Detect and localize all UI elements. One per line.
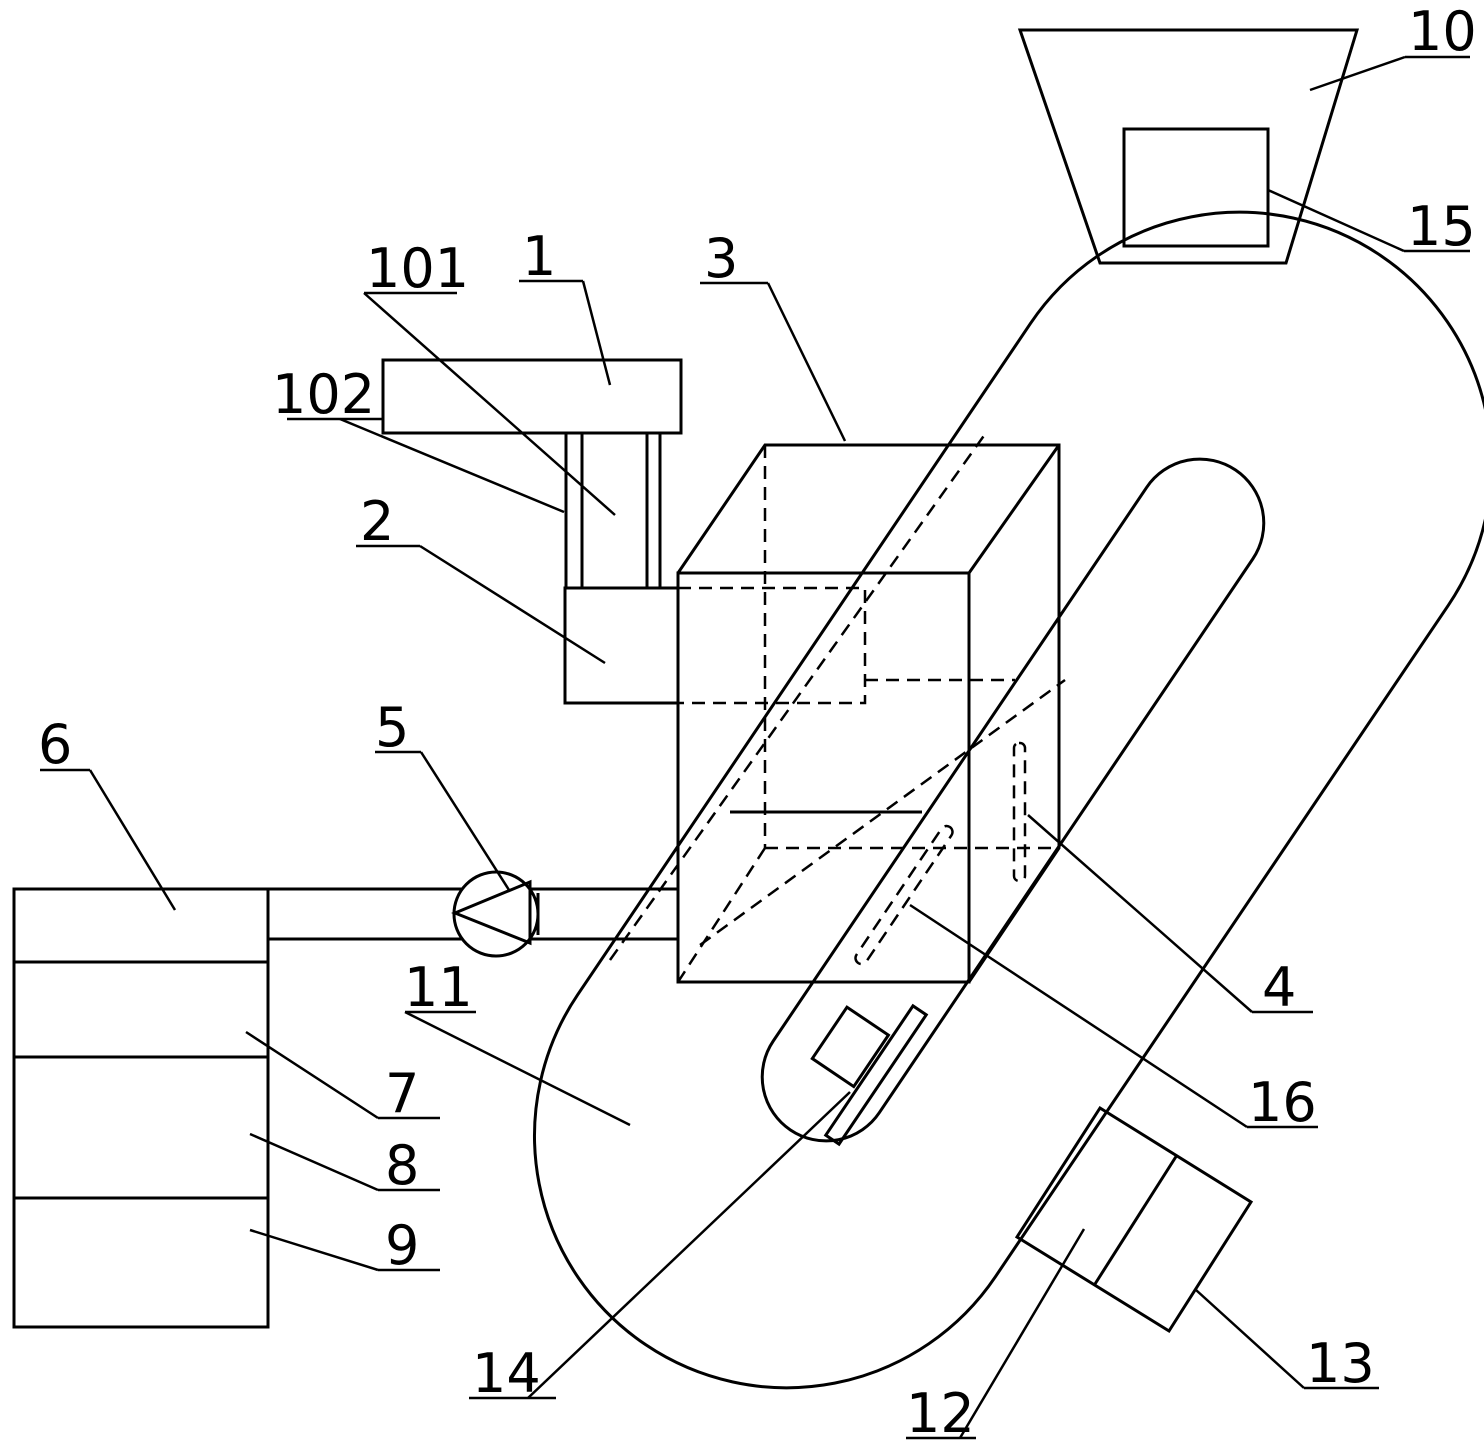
label-7: 7 — [385, 1062, 419, 1125]
label-14: 14 — [472, 1342, 541, 1405]
motor-box-divider — [1093, 1154, 1179, 1285]
label-9: 9 — [385, 1214, 419, 1277]
label-11: 11 — [404, 956, 473, 1019]
label-1: 1 — [522, 225, 556, 288]
label-15: 15 — [1407, 195, 1476, 258]
feeder-14 — [810, 1003, 929, 1147]
box-hidden-diag — [676, 847, 767, 983]
racetrack-outer — [533, 210, 1484, 1390]
racetrack-body — [533, 210, 1484, 1390]
label-12: 12 — [906, 1382, 975, 1445]
box-top-edge — [967, 444, 1061, 574]
label-101: 101 — [366, 237, 469, 300]
leader-lines — [40, 55, 1470, 1440]
label-3: 3 — [704, 227, 738, 290]
cylinder-plate — [381, 358, 683, 435]
pump-triangle — [451, 879, 532, 946]
label-10: 10 — [1408, 0, 1477, 63]
motor-box — [1014, 1105, 1254, 1334]
box-front — [676, 571, 971, 984]
block-2-hidden — [678, 586, 867, 705]
stack — [12, 887, 270, 1329]
label-2: 2 — [360, 490, 394, 553]
hopper — [1017, 28, 1360, 265]
label-6: 6 — [38, 713, 72, 776]
block-2 — [563, 586, 680, 705]
label-102: 102 — [272, 363, 375, 426]
label-13: 13 — [1306, 1332, 1375, 1395]
label-4: 4 — [1262, 956, 1296, 1019]
rod-16 — [854, 824, 954, 966]
label-8: 8 — [385, 1134, 419, 1197]
slot-4 — [1012, 741, 1027, 883]
label-16: 16 — [1248, 1071, 1317, 1134]
label-5: 5 — [375, 696, 409, 759]
track-hidden-1 — [608, 429, 990, 961]
hopper-inner-box — [1122, 127, 1270, 248]
racetrack-inner — [760, 457, 1266, 1143]
track-hidden-2 — [699, 678, 1066, 947]
